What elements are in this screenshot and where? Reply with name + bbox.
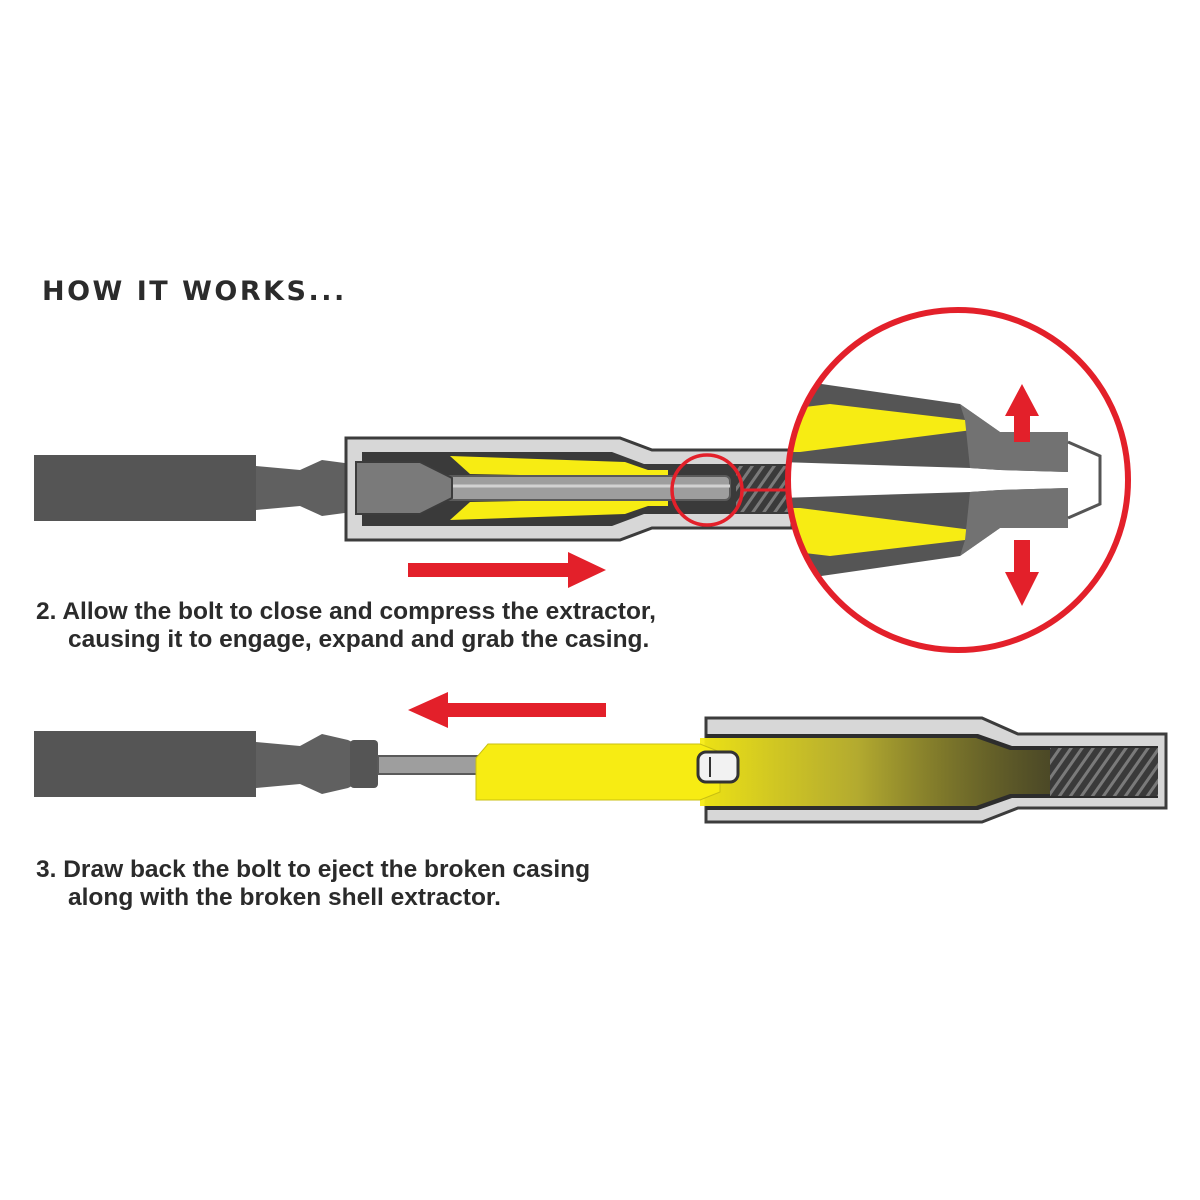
arrow-up-icon [1005, 384, 1039, 442]
step-2-line-1: 2. Allow the bolt to close and compress … [36, 598, 656, 625]
bolt-neck [256, 734, 360, 794]
extractor-bottom [450, 498, 668, 520]
step-3-illustration [34, 692, 1168, 824]
extractor-rod [439, 475, 731, 501]
bolt-body [34, 455, 256, 521]
ghost-casing [700, 738, 1050, 806]
rifling [1050, 748, 1158, 796]
step-3-line-2: along with the broken shell extractor. [68, 884, 501, 911]
bolt-face [355, 461, 453, 515]
step-2-line-2: causing it to engage, expand and grab th… [68, 626, 650, 653]
extractor-top [450, 456, 668, 478]
arrow-right-icon [408, 552, 606, 588]
arrow-left-icon [408, 692, 606, 728]
extractor-tip [696, 750, 740, 784]
zoom-circle-border [785, 307, 1131, 653]
bolt-neck [256, 460, 352, 516]
step-3-line-1: 3. Draw back the bolt to eject the broke… [36, 856, 591, 883]
arrow-down-icon [1005, 540, 1039, 606]
bolt-body [34, 731, 256, 797]
step-3-caption: 3. Draw back the bolt to eject the broke… [36, 856, 590, 912]
step-2-illustration [34, 436, 794, 588]
page-title: HOW IT WORKS... [42, 276, 347, 307]
ejected-casing [475, 743, 721, 801]
step-2-caption: 2. Allow the bolt to close and compress … [36, 598, 656, 654]
zoom-detail [785, 307, 1131, 653]
